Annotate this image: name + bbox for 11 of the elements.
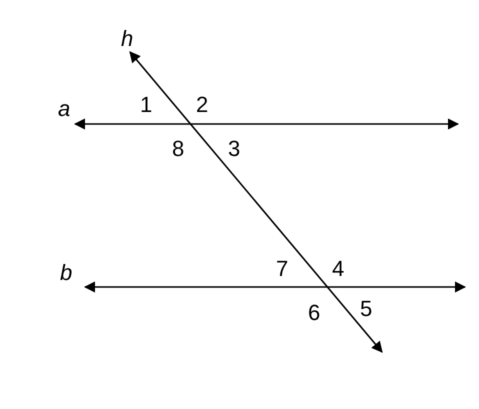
- angle-number: 5: [360, 298, 372, 320]
- line-name: a: [58, 98, 70, 120]
- angle-number: 2: [196, 94, 208, 116]
- angle-number: 1: [140, 94, 152, 116]
- line-name: h: [121, 28, 134, 50]
- angle-number: 7: [276, 258, 288, 280]
- angle-number: 8: [172, 138, 184, 160]
- angle-number: 3: [228, 138, 240, 160]
- line-name: b: [60, 262, 72, 284]
- angle-number: 4: [332, 258, 344, 280]
- angle-number: 6: [308, 302, 320, 324]
